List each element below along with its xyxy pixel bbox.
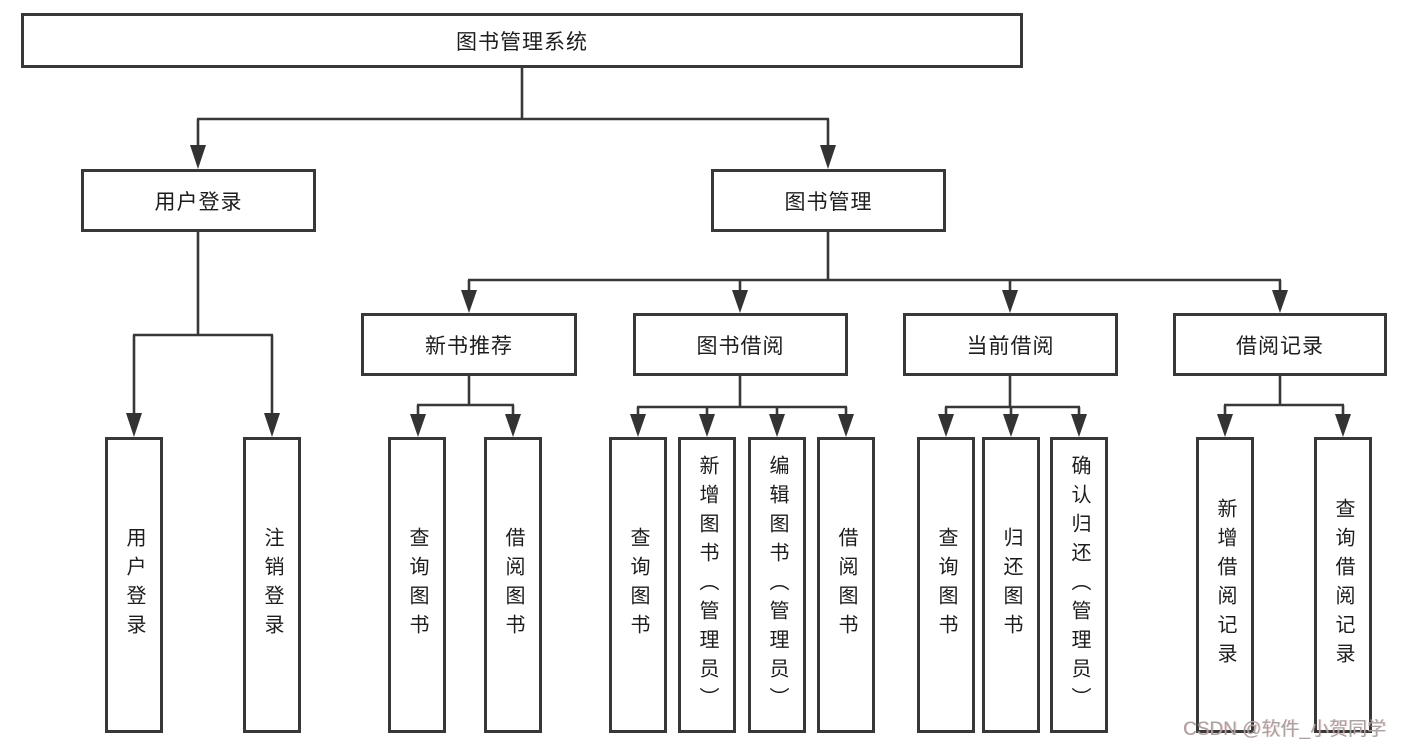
leaf-query-books-current: 查询图书	[917, 437, 975, 733]
leaf-edit-books-admin: 编辑图书（管理员）	[748, 437, 806, 733]
csdn-watermark: CSDN @软件_小贺同学	[1183, 719, 1386, 740]
leaf-user-login: 用户登录	[105, 437, 163, 733]
leaf-borrow-books-recommend: 借阅图书	[484, 437, 542, 733]
leaf-add-books-admin: 新增图书（管理员）	[678, 437, 736, 733]
node-borrowing-records: 借阅记录	[1173, 313, 1387, 376]
node-current-borrowing: 当前借阅	[903, 313, 1118, 376]
node-new-book-recommendation: 新书推荐	[361, 313, 577, 376]
leaf-query-books-recommend: 查询图书	[388, 437, 446, 733]
node-book-management: 图书管理	[711, 169, 946, 232]
node-book-borrowing: 图书借阅	[633, 313, 848, 376]
leaf-query-books-borrowing: 查询图书	[609, 437, 667, 733]
node-user-login: 用户登录	[81, 169, 316, 232]
leaf-logout: 注销登录	[243, 437, 301, 733]
leaf-borrow-books-borrowing: 借阅图书	[817, 437, 875, 733]
leaf-return-books: 归还图书	[982, 437, 1040, 733]
node-root-library-system: 图书管理系统	[21, 13, 1023, 68]
leaf-add-borrow-record: 新增借阅记录	[1196, 437, 1254, 733]
leaf-query-borrow-record: 查询借阅记录	[1314, 437, 1372, 733]
leaf-confirm-return-admin: 确认归还（管理员）	[1050, 437, 1108, 733]
